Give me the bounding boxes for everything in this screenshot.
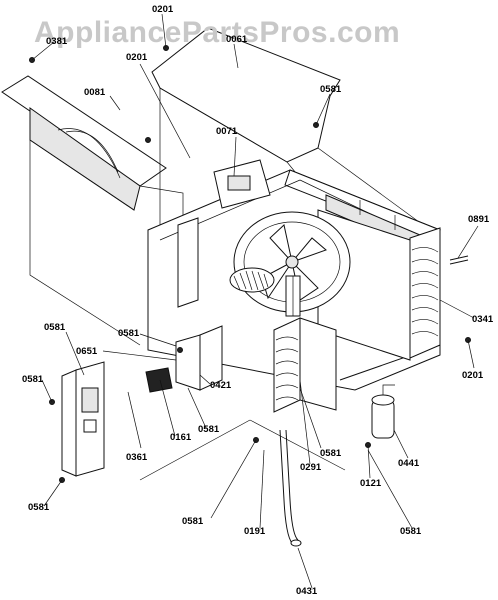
label-0431: 0431 [296, 586, 318, 597]
watermark-text: AppliancePartsPros.com [34, 16, 400, 49]
label-0581-left: 0581 [22, 374, 44, 385]
assembly-guide-lines [29, 88, 431, 481]
front-control-panel [61, 361, 105, 477]
compressor [371, 384, 395, 439]
label-0581-top: 0581 [320, 84, 342, 95]
label-0581-box: 0581 [118, 328, 140, 339]
label-0121: 0121 [360, 478, 382, 489]
condenser-coil [409, 227, 441, 359]
label-0581-panel: 0581 [44, 322, 66, 333]
label-0381: 0381 [46, 36, 68, 47]
screws [29, 45, 471, 483]
label-0651: 0651 [76, 346, 98, 357]
side-panel-0081 [1, 75, 167, 211]
label-0201: 0201 [126, 52, 148, 63]
label-0581-bottom-left: 0581 [28, 502, 50, 513]
label-0581-mid: 0581 [198, 424, 220, 435]
label-0341: 0341 [472, 314, 494, 325]
top-cover-panel [151, 27, 341, 163]
label-0191: 0191 [244, 526, 266, 537]
label-0161: 0161 [170, 432, 192, 443]
label-0291: 0291 [300, 462, 322, 473]
control-box [145, 325, 223, 393]
divider-panel-0071 [177, 159, 271, 308]
label-0581-coil: 0581 [320, 448, 342, 459]
blower-wheel [229, 267, 301, 317]
evaporator-coil [273, 317, 337, 413]
label-0891: 0891 [468, 214, 490, 225]
label-0581-bottom: 0581 [182, 516, 204, 527]
tube-part-0891 [449, 255, 469, 265]
callout-leaders [31, 13, 479, 589]
label-0441: 0441 [398, 458, 420, 469]
drain-tube [279, 429, 302, 547]
label-0061: 0061 [226, 34, 248, 45]
part-labels: 0201 0381 0201 0061 0581 0081 0071 0891 … [22, 4, 494, 597]
label-0581-bottom-right: 0581 [400, 526, 422, 537]
label-0201-top: 0201 [152, 4, 174, 15]
label-0081: 0081 [84, 87, 106, 98]
label-0361: 0361 [126, 452, 148, 463]
label-0421: 0421 [210, 380, 232, 391]
label-0201-right: 0201 [462, 370, 484, 381]
label-0071: 0071 [216, 126, 238, 137]
